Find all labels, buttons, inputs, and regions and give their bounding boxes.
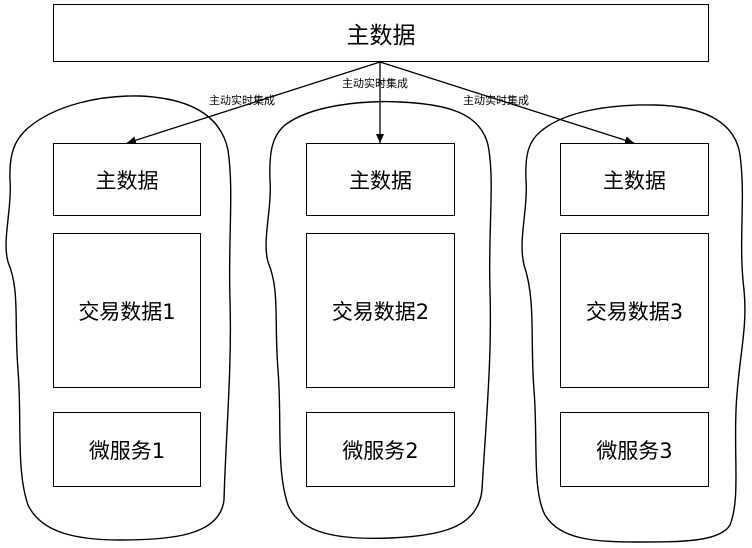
cloud-outline-3 — [521, 104, 746, 543]
group-3-master-data-box: 主数据 — [560, 143, 709, 216]
group-3-microservice-box: 微服务3 — [560, 412, 709, 487]
arrow-to-group-3 — [379, 61, 635, 145]
group-1-trade-data-box: 交易数据1 — [53, 233, 201, 388]
group-2-microservice-box: 微服务2 — [306, 412, 455, 487]
cloud-outline-2 — [265, 100, 492, 540]
group-2-master-data-box: 主数据 — [306, 143, 455, 216]
group-3-trade-data-box: 交易数据3 — [560, 233, 709, 388]
cloud-outline-1 — [5, 95, 232, 541]
group-2-trade-data-box: 交易数据2 — [306, 233, 455, 388]
edge-label-3: 主动实时集成 — [463, 94, 529, 107]
edge-label-2: 主动实时集成 — [342, 77, 408, 90]
edge-label-1: 主动实时集成 — [209, 94, 275, 107]
group-1-microservice-box: 微服务1 — [53, 412, 201, 487]
top-master-data-box: 主数据 — [53, 4, 709, 62]
arrow-to-group-1 — [126, 61, 381, 145]
group-1-master-data-box: 主数据 — [53, 143, 201, 216]
